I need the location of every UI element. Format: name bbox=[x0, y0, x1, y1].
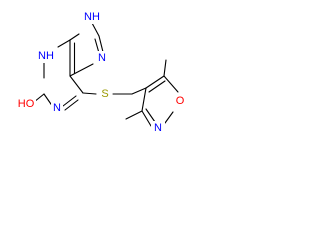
atom-labels: NH N NH N HO S N O bbox=[16, 10, 187, 135]
bond-c8-n7-double bbox=[94, 38, 100, 54]
atom-sulfur: S bbox=[101, 88, 108, 100]
bond-n7-c5 bbox=[69, 63, 94, 77]
atom-isoxazole-n: N bbox=[154, 122, 162, 134]
bond-c5i-o bbox=[163, 75, 179, 93]
bond-n-c3i bbox=[141, 110, 152, 127]
bond-c4i-c5i bbox=[145, 75, 165, 89]
atom-n7: N bbox=[98, 52, 106, 64]
bond-c8-n7 bbox=[98, 35, 104, 53]
bond-o-n bbox=[164, 111, 174, 124]
bond-c3i-methyl bbox=[125, 110, 143, 120]
atom-isoxazole-o: O bbox=[176, 95, 185, 107]
bond-n1-c6 bbox=[62, 95, 77, 107]
bond-n1-c6-double bbox=[64, 99, 79, 111]
bond-c4-n3 bbox=[57, 39, 71, 48]
bond-c6-c5 bbox=[69, 75, 84, 94]
bond-n9-c8 bbox=[91, 22, 100, 37]
bond-c4i-c5i-double bbox=[148, 80, 166, 93]
atom-hydroxyl-oh: HO bbox=[18, 98, 35, 110]
molecule-structure: NH N NH N HO S N O bbox=[16, 10, 187, 135]
bonds bbox=[33, 22, 179, 127]
bond-c4-n9 bbox=[69, 33, 80, 41]
bond-c5i-methyl bbox=[163, 59, 167, 77]
bond-ch2-c4i bbox=[131, 87, 147, 95]
atom-n9-nh: NH bbox=[84, 11, 100, 23]
bond-n-c3i-double bbox=[145, 108, 156, 123]
bond-c6-s bbox=[82, 92, 97, 95]
atom-n3-nh: NH bbox=[38, 50, 54, 62]
bond-c3i-c4i bbox=[141, 87, 147, 112]
atom-n1: N bbox=[53, 102, 61, 114]
